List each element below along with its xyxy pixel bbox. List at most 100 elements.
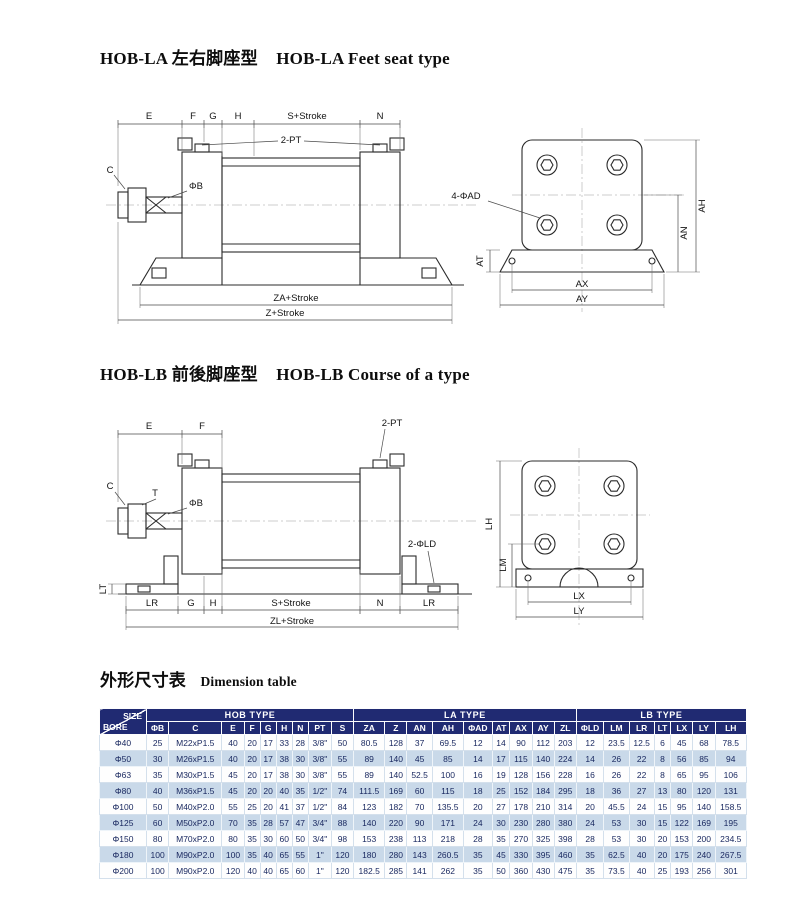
table-column-header: LH [714,721,747,735]
dimension-cell: 1" [307,846,332,863]
table-column-header: ZA [353,721,386,735]
dimension-cell: 35 [145,766,170,783]
dimension-cell: 50 [145,798,170,815]
dimension-cell: 98 [330,830,355,847]
dimension-cell: 430 [531,862,555,879]
dimension-cell: 68 [692,734,716,751]
dimension-cell: 20 [243,766,261,783]
dimension-cell: 122 [670,814,694,831]
dimension-cell: 30 [291,750,309,767]
dimension-cell: 115 [509,750,533,767]
dimension-cell: 70 [406,798,433,815]
dimension-cell: 35 [491,830,511,847]
label-4-phi-ad: 4-ΦAD [451,191,480,202]
dimension-cell: 14 [575,750,605,767]
centerlines-lb [106,448,650,628]
cylinder-side-view-la [117,137,464,286]
dim-label-n: N [377,111,384,122]
dimension-cell: 15 [653,798,672,815]
dim-label-lm: LM [498,558,509,571]
dimension-cell: 35 [243,846,261,863]
dimension-cell: 23.5 [603,734,630,751]
dimension-cell: 140 [384,750,408,767]
dimension-cell: 78.5 [714,734,747,751]
dimension-cell: 40 [221,734,245,751]
dimension-cell: 80 [670,782,694,799]
dimension-cell: 100 [221,846,245,863]
dimension-cell: 30 [145,750,170,767]
dimension-cell: 55 [330,750,355,767]
dimension-cell: 123 [353,798,386,815]
table-group-header: LB TYPE [575,708,748,722]
hob-lb-drawing: E F 2-PT C T ΦB 2-ΦLD LT LR G H S+Stroke… [92,406,752,656]
dim-label-ah: AH [697,199,708,212]
table-column-header: Z [384,721,408,735]
section-title-lb-zh: HOB-LB 前後脚座型 [100,365,258,384]
section-title-la: HOB-LA 左右脚座型 HOB-LA Feet seat type [100,44,450,69]
table-column-header: LM [603,721,630,735]
dim-label-lr-right: LR [423,598,435,609]
dimension-cell: 24 [628,798,655,815]
dimension-cell: 94 [714,750,747,767]
section-title-la-en: HOB-LA Feet seat type [276,49,450,68]
dimension-cell: 41 [275,798,293,815]
dim-label-ay: AY [576,294,589,305]
dimension-cell: 182.5 [353,862,386,879]
dimension-cell: 120 [221,862,245,879]
hob-la-drawing: E F G H S+Stroke N 2-PT ΦB C ZA+Stroke Z… [92,100,752,345]
dimension-cell: 35 [575,862,605,879]
dimension-cell: 69.5 [431,734,465,751]
dimension-cell: 89 [353,766,386,783]
dimension-cell: 60 [145,814,170,831]
dimension-cell: 18 [575,782,605,799]
dimension-cell: 128 [384,734,408,751]
dimension-cell: 45.5 [603,798,630,815]
dimension-table-title-en: Dimension table [200,674,297,689]
dimension-cell: 153 [670,830,694,847]
dimension-cell: 224 [553,750,577,767]
dim-label-lt: LT [98,584,109,595]
dimension-cell: 50 [330,734,355,751]
table-column-header: N [291,721,309,735]
dim-label-za-stroke: ZA+Stroke [273,293,318,304]
dimension-cell: 280 [531,814,555,831]
dimension-cell: 45 [406,750,433,767]
dimension-cell: 153 [353,830,386,847]
dimension-lines-lb [108,428,644,630]
dimension-cell: M22xP1.5 [168,734,223,751]
dimension-cell: 27 [628,782,655,799]
dimension-cell: 16 [463,766,493,783]
table-column-header: ΦAD [463,721,493,735]
dimension-cell: 52.5 [406,766,433,783]
dimension-cell: 1/2" [307,782,332,799]
dimension-cell: 20 [463,798,493,815]
dimension-cell: 45 [221,782,245,799]
dimension-cell: 314 [553,798,577,815]
dimension-cell: 262 [431,862,465,879]
table-column-header: H [275,721,293,735]
dimension-cell: 195 [714,814,747,831]
dimension-cell: 175 [670,846,694,863]
dimension-cell: 3/8" [307,766,332,783]
dimension-cell: 128 [509,766,533,783]
dimension-cell: 37 [406,734,433,751]
table-column-header: ZL [553,721,577,735]
dimension-cell: 25 [653,862,672,879]
dimension-cell: 17 [259,750,277,767]
dimension-cell: 45 [491,846,511,863]
table-group-header: HOB TYPE [145,708,355,722]
dimension-cell: M70xP2.0 [168,830,223,847]
dimension-cell: 55 [330,766,355,783]
dimension-cell: 111.5 [353,782,386,799]
bore-size-corner-cell: SIZE BORE [99,708,147,735]
section-title-lb-en: HOB-LB Course of a type [276,365,470,384]
dimension-cell: 25 [491,782,511,799]
dimension-cell: 50 [491,862,511,879]
dimension-cell: 135.5 [431,798,465,815]
